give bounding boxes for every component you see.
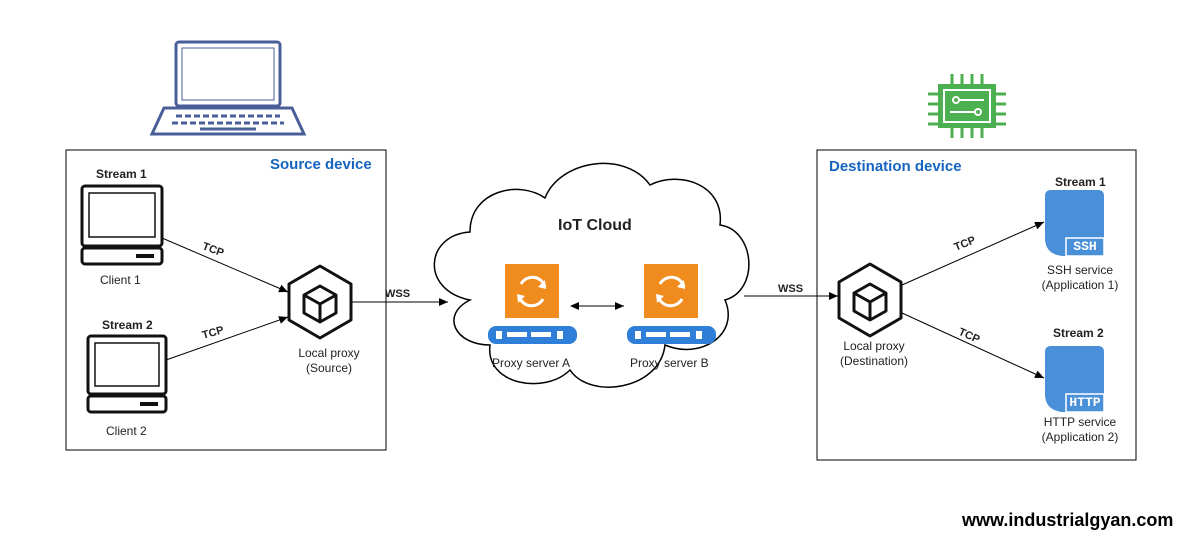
ssh-service-line1: SSH service bbox=[1046, 263, 1114, 277]
local-proxy-source-icon bbox=[287, 264, 353, 340]
ssh-service-label: SSH service (Application 1) bbox=[1030, 263, 1130, 293]
local-proxy-destination-line2: (Destination) bbox=[839, 354, 909, 368]
proxy-server-a-icon bbox=[488, 264, 577, 344]
client-1-label: Client 1 bbox=[100, 273, 141, 287]
local-proxy-destination-line1: Local proxy bbox=[843, 339, 905, 353]
local-proxy-source-label: Local proxy (Source) bbox=[286, 346, 372, 376]
http-service-line2: (Application 2) bbox=[1041, 430, 1119, 444]
chip-icon bbox=[928, 74, 1006, 138]
destination-device-box bbox=[816, 149, 1137, 461]
ssh-service-line2: (Application 1) bbox=[1041, 278, 1119, 292]
edge-client1-to-proxy bbox=[161, 237, 289, 293]
source-device-box bbox=[65, 149, 387, 451]
http-service-line1: HTTP service bbox=[1043, 415, 1117, 429]
proxy-server-b-icon bbox=[627, 264, 716, 344]
wss-label-destination: WSS bbox=[778, 283, 804, 295]
ssh-badge: SSH bbox=[1073, 239, 1097, 254]
laptop-icon bbox=[149, 40, 307, 136]
local-proxy-source-line2: (Source) bbox=[305, 361, 352, 375]
footer-website: www.industrialgyan.com bbox=[962, 510, 1174, 530]
ssh-service-icon bbox=[1045, 190, 1105, 257]
client-2-monitor-icon bbox=[86, 334, 168, 414]
client-1-stream-label: Stream 1 bbox=[96, 167, 147, 181]
iot-cloud-shape bbox=[433, 162, 750, 388]
local-proxy-source-line1: Local proxy bbox=[298, 346, 360, 360]
source-device-title: Source device bbox=[270, 156, 372, 173]
destination-device-title: Destination device bbox=[829, 158, 962, 175]
proxy-server-b-label: Proxy server B bbox=[630, 356, 709, 370]
ssh-stream-label: Stream 1 bbox=[1055, 175, 1106, 189]
wss-label-source: WSS bbox=[385, 288, 411, 300]
edge-dest-proxy-to-ssh bbox=[901, 221, 1045, 286]
client-2-stream-label: Stream 2 bbox=[102, 318, 153, 332]
iot-cloud-title: IoT Cloud bbox=[558, 217, 632, 234]
http-badge: HTTP bbox=[1069, 395, 1101, 410]
local-proxy-destination-label: Local proxy (Destination) bbox=[828, 339, 920, 369]
http-stream-label: Stream 2 bbox=[1053, 326, 1104, 340]
edge-dest-proxy-to-http bbox=[901, 312, 1045, 379]
client-2-label: Client 2 bbox=[106, 424, 147, 438]
http-service-label: HTTP service (Application 2) bbox=[1030, 415, 1130, 445]
local-proxy-destination-icon bbox=[837, 262, 903, 338]
edge-client2-to-proxy bbox=[165, 316, 289, 361]
proxy-server-a-label: Proxy server A bbox=[492, 356, 571, 370]
http-service-icon bbox=[1045, 346, 1105, 413]
client-1-monitor-icon bbox=[80, 184, 164, 266]
